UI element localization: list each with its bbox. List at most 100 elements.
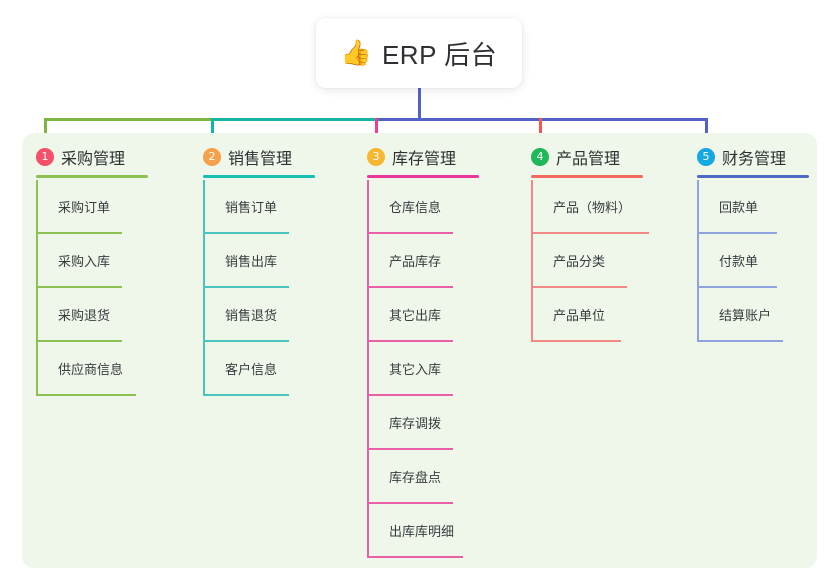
branch-header-1[interactable]: 1 采购管理 [36,144,125,170]
item-spine [367,288,369,342]
item-spine [697,288,699,342]
root-stem [418,88,421,121]
item-spine [367,180,369,234]
item-label: 付款单 [719,254,759,269]
item-underline [203,340,289,342]
item-underline [367,502,453,504]
item-underline [531,340,621,342]
branch-drop-2 [211,118,214,144]
branch-header-5[interactable]: 5 财务管理 [697,144,786,170]
branch-column-4: 4 产品管理产品（物料） 产品分类产品单位 [531,144,649,342]
item-label: 采购订单 [58,200,111,215]
item-label: 销售出库 [225,254,278,269]
item-underline [697,232,777,234]
item-underline [367,232,453,234]
item-label: 产品库存 [389,254,442,269]
item-spine [36,234,38,288]
item-underline [36,340,122,342]
branch-header-2[interactable]: 2 销售管理 [203,144,292,170]
branch-underline [203,175,315,178]
item-spine [36,180,38,234]
branch-number-badge: 2 [203,148,221,166]
item-underline [203,286,289,288]
bus-segment-1 [44,118,213,121]
branch-header-3[interactable]: 3 库存管理 [367,144,456,170]
branch-column-3: 3 库存管理仓库信息产品库存其它出库其它入库库存调拨库存盘点出库库明细 [367,144,479,558]
item-label: 出库库明细 [389,524,455,539]
item-label: 采购退货 [58,308,111,323]
root-node[interactable]: 👍 ERP 后台 [316,18,522,88]
branch-column-1: 1 采购管理采购订单采购入库采购退货供应商信息 [36,144,148,396]
item-underline [367,394,453,396]
item-spine [203,342,205,396]
branch-number-badge: 1 [36,148,54,166]
item-underline [203,232,289,234]
item-label: 客户信息 [225,362,278,377]
item-spine [36,342,38,396]
item-spine [203,288,205,342]
branch-number-badge: 4 [531,148,549,166]
branch-title: 产品管理 [556,151,621,168]
item-label: 库存盘点 [389,470,442,485]
branch-number-badge: 5 [697,148,715,166]
item-underline [367,286,453,288]
branch-underline [367,175,479,178]
item-spine [203,180,205,234]
bus-segment-2 [211,118,377,121]
item-underline [203,394,289,396]
item-label: 产品单位 [553,308,606,323]
branch-title: 销售管理 [228,151,293,168]
item-spine [367,234,369,288]
branch-number-badge: 3 [367,148,385,166]
branch-drop-3 [375,118,378,144]
item-underline [531,286,627,288]
thumbs-up-icon: 👍 [340,38,372,67]
branch-underline [697,175,809,178]
item-spine [697,234,699,288]
branch-header-4[interactable]: 4 产品管理 [531,144,620,170]
item-spine [697,180,699,234]
branch-drop-1 [44,118,47,144]
item-underline [367,448,453,450]
item-underline [697,340,783,342]
item-spine [36,288,38,342]
item-spine [531,180,533,234]
item-underline [697,286,777,288]
branches-panel [22,133,817,568]
page-title: ERP 后台 [381,39,498,70]
item-underline [36,394,136,396]
branch-drop-4 [539,118,542,144]
item-label: 销售订单 [225,200,278,215]
item-underline [36,232,122,234]
item-label: 库存调拨 [389,416,442,431]
item-label: 供应商信息 [58,362,124,377]
item-underline [367,556,463,558]
branch-title: 采购管理 [61,151,126,168]
item-label: 采购入库 [58,254,111,269]
branch-drop-5 [705,118,708,144]
item-underline [36,286,122,288]
branch-column-5: 5 财务管理回款单付款单结算账户 [697,144,809,342]
item-label: 销售退货 [225,308,278,323]
item-spine [531,234,533,288]
branch-title: 财务管理 [722,151,787,168]
item-label: 其它入库 [389,362,442,377]
item-spine [531,288,533,342]
branch-title: 库存管理 [392,151,457,168]
branch-underline [36,175,148,178]
item-underline [367,340,453,342]
item-label: 回款单 [719,200,759,215]
branch-underline [531,175,643,178]
item-label: 结算账户 [719,308,772,323]
item-label: 仓库信息 [389,200,442,215]
item-label: 其它出库 [389,308,442,323]
item-spine [367,396,369,450]
item-spine [367,342,369,396]
item-spine [367,504,369,558]
item-spine [203,234,205,288]
item-label: 产品分类 [553,254,606,269]
item-label: 产品（物料） [553,200,632,215]
item-spine [367,450,369,504]
item-underline [531,232,649,234]
